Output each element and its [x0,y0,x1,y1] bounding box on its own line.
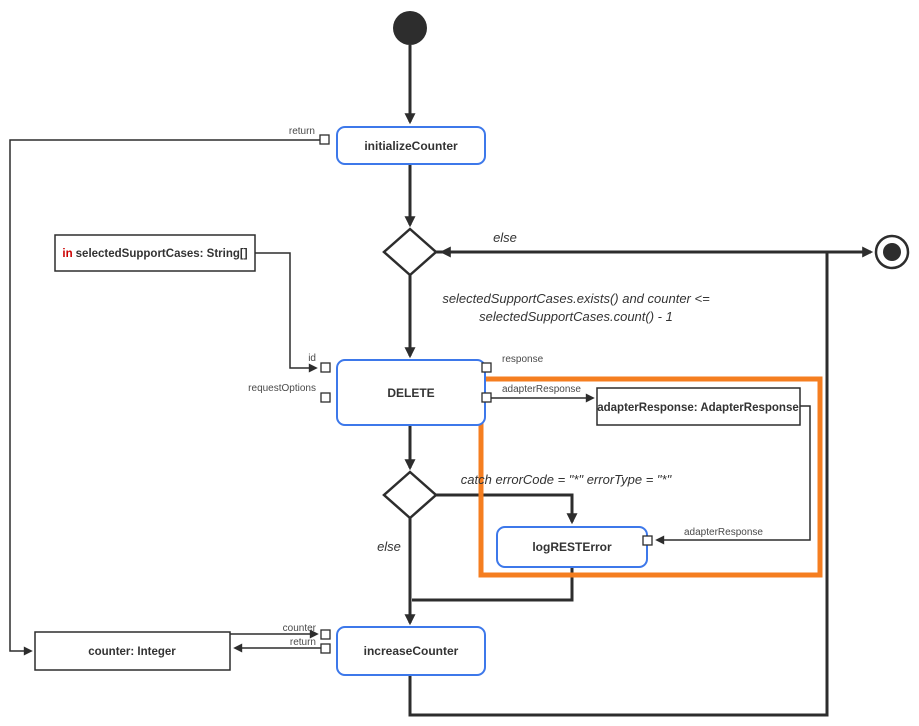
edge-loop-back-to-decision [408,246,829,717]
counter-var-node[interactable] [34,631,231,671]
port-label-delete-response: response [502,354,544,365]
selected-support-cases-node[interactable] [54,234,256,272]
edge-initialize-return-to-counter-var [9,139,320,656]
port-increase-counter[interactable] [320,629,331,640]
edge-selected-support-cases-to-delete-id [255,252,318,373]
port-delete-response[interactable] [481,362,492,373]
end-node-inner [883,243,901,261]
port-label-increase-return: return [290,637,316,648]
increase-counter-node[interactable] [336,626,486,676]
loop-condition-line1: selectedSupportCases.exists() and counte… [442,291,710,306]
port-log-adapter-response[interactable] [642,535,653,546]
port-label-delete-adapter-response: adapterResponse [502,384,581,395]
initialize-counter-label: initializeCounter [364,139,458,153]
adapter-response-var-label: adapterResponse: AdapterResponse [597,402,799,414]
port-increase-return[interactable] [320,643,331,654]
adapter-response-var-node[interactable] [596,387,801,426]
edge-adapter-response-var-to-log-rest-error [655,405,811,545]
highlight-rectangle [478,376,823,578]
port-delete-adapter-response[interactable] [481,392,492,403]
edge-catch-to-log-rest-error [436,493,578,525]
counter-var-label: counter: Integer [88,646,176,658]
delete-label: DELETE [387,386,434,400]
port-label-delete-id: id [308,353,316,364]
log-rest-error-node[interactable] [496,526,648,568]
catch-decision-node[interactable] [382,470,438,520]
else-label-loop-exit: else [493,230,517,245]
loop-condition-line2: selectedSupportCases.count() - 1 [479,309,673,324]
port-label-delete-request-options: requestOptions [248,383,316,394]
else-label-no-error: else [377,539,401,554]
port-label-initialize-return: return [289,126,315,137]
initialize-counter-node[interactable] [336,126,486,165]
port-initialize-return[interactable] [319,134,330,145]
loop-decision-node[interactable] [382,227,438,277]
edge-log-rest-error-merge [412,567,574,602]
catch-condition-label: catch errorCode = "*" errorType = "*" [461,472,673,487]
port-label-increase-counter: counter [283,623,317,634]
log-rest-error-label: logRESTError [532,540,612,554]
port-label-log-adapter-response: adapterResponse [684,527,763,538]
port-delete-request-options[interactable] [320,392,331,403]
start-node[interactable] [393,11,427,45]
port-delete-id[interactable] [320,362,331,373]
increase-counter-label: increaseCounter [364,644,459,658]
